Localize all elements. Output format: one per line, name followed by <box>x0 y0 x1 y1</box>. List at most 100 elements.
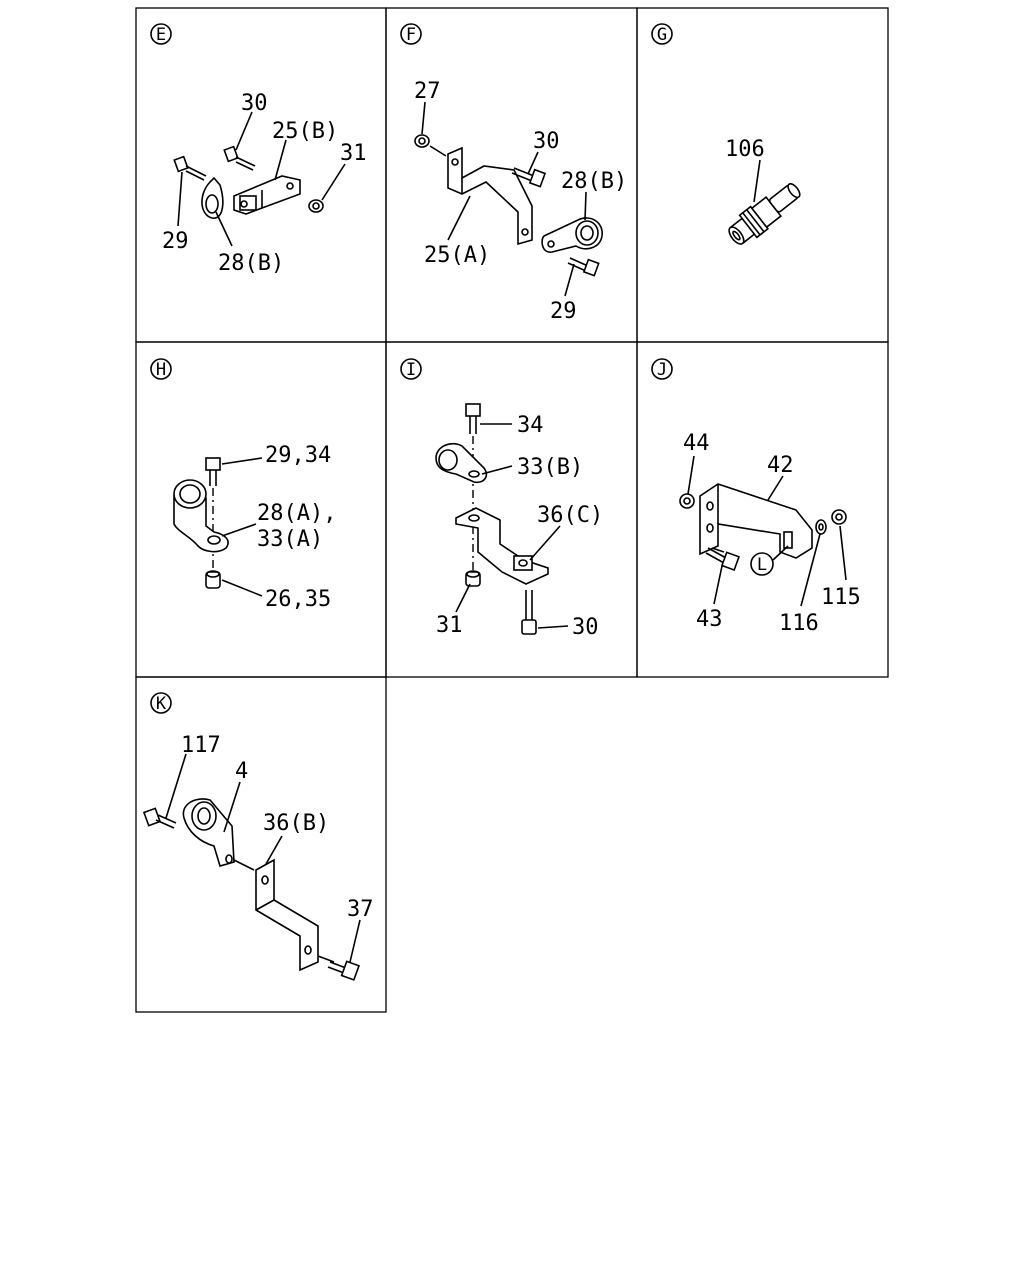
nut-44-drawing <box>679 493 695 509</box>
leader-4 <box>223 781 241 833</box>
leader-29 <box>177 171 183 227</box>
leader-117 <box>165 753 187 819</box>
leader-25a <box>447 195 471 241</box>
panel-h-id-circle <box>150 358 172 380</box>
bracket-42-drawing <box>699 483 813 559</box>
nut-26-35-drawing <box>205 570 221 589</box>
panel-j: J L <box>636 341 889 678</box>
leader-37 <box>349 919 361 963</box>
panel-g-id-circle <box>651 23 673 45</box>
leader-115 <box>839 525 847 581</box>
label-115: 115 <box>821 585 861 610</box>
clamp-28b-drawing <box>201 176 224 219</box>
panel-k-id: K <box>156 694 167 714</box>
panel-g-id: G <box>657 25 667 45</box>
clamp-28a-33a-drawing <box>173 479 229 553</box>
leader-27-to-bracket <box>429 145 447 157</box>
panel-e-id-circle <box>150 23 172 45</box>
label-28b: 28(B) <box>218 251 284 276</box>
bolt-29-f-drawing <box>567 257 600 277</box>
bracket-25a-drawing <box>447 146 533 246</box>
panel-k-frame <box>135 676 387 1013</box>
leader-31 <box>321 163 346 201</box>
panel-i-id-circle <box>400 358 422 380</box>
leader-26-35 <box>221 579 263 597</box>
bolt-34-drawing <box>465 403 481 434</box>
panel-j-frame <box>636 341 889 678</box>
leader-29-34 <box>221 457 263 465</box>
leader-36c <box>529 525 561 561</box>
bracket-36c-drawing <box>455 507 549 585</box>
leader-29-f <box>564 263 575 297</box>
leader-31-i <box>455 583 471 613</box>
panel-i-id: I <box>406 360 416 380</box>
leader-36b <box>265 835 283 865</box>
label-30-i: 30 <box>572 615 599 640</box>
leader-42 <box>767 475 784 501</box>
label-27: 27 <box>414 79 441 104</box>
leader-28b-f <box>584 191 587 221</box>
washer-116-drawing <box>815 519 827 535</box>
leader-33b <box>481 465 513 475</box>
label-33b: 33(B) <box>517 455 583 480</box>
label-44: 44 <box>683 431 710 456</box>
leader-l <box>772 545 789 561</box>
panel-e-frame <box>135 7 387 343</box>
bolt-43-axis <box>711 547 725 553</box>
label-29: 29 <box>162 229 189 254</box>
panel-e: E <box>135 7 387 343</box>
leader-30 <box>235 111 253 151</box>
label-36b: 36(B) <box>263 811 329 836</box>
panel-g: G 106 <box>636 7 889 343</box>
label-31: 31 <box>340 141 367 166</box>
bolt-30-f-drawing <box>511 167 547 188</box>
leader-28b <box>215 211 233 247</box>
bolt-29-drawing <box>173 155 207 181</box>
leader-30-f <box>527 151 539 175</box>
label-31-i: 31 <box>436 613 463 638</box>
label-25b: 25(B) <box>272 119 338 144</box>
clamp-4-to-bracket <box>233 859 255 871</box>
leader-25b <box>274 139 287 181</box>
label-26-35: 26,35 <box>265 587 331 612</box>
leader-44 <box>687 455 695 495</box>
label-25a: 25(A) <box>424 243 490 268</box>
bolt-117-drawing <box>142 807 177 829</box>
label-29-34: 29,34 <box>265 443 331 468</box>
clamp-28b-f-drawing <box>541 217 603 253</box>
nut-31-drawing <box>308 199 324 213</box>
label-37: 37 <box>347 897 374 922</box>
panel-f-id: F <box>406 25 416 45</box>
leader-106 <box>753 159 761 203</box>
clamp-33b-drawing <box>435 442 488 484</box>
label-42: 42 <box>767 453 794 478</box>
nut-115-drawing <box>831 509 847 525</box>
panel-k-id-circle <box>150 692 172 714</box>
label-29-f: 29 <box>550 299 577 324</box>
panel-h: H 29,34 28(A), 33(A) 26,35 <box>135 341 387 678</box>
label-116: 116 <box>779 611 819 636</box>
leader-30-i <box>537 625 569 629</box>
bracket-36b-drawing <box>255 858 319 972</box>
bolt-43-drawing <box>705 547 740 571</box>
bolt-30-i-drawing <box>521 590 537 635</box>
label-33a: 33(A) <box>257 527 323 552</box>
panel-e-id: E <box>156 25 166 45</box>
label-4: 4 <box>235 759 248 784</box>
label-28a: 28(A), <box>257 501 336 526</box>
union-fitting-106-drawing <box>728 183 801 245</box>
clamp-4-drawing <box>182 798 235 867</box>
panel-j-id: J <box>657 360 667 380</box>
label-43: 43 <box>696 607 723 632</box>
label-28b-f: 28(B) <box>561 169 627 194</box>
panel-j-id-circle <box>651 358 673 380</box>
nut-31-i-drawing <box>465 570 481 587</box>
label-117: 117 <box>181 733 221 758</box>
bolt-30-drawing <box>223 145 256 171</box>
bracket-to-bolt-37 <box>317 955 335 963</box>
panel-f-id-circle <box>400 23 422 45</box>
panel-h-id: H <box>156 360 166 380</box>
leader-27 <box>421 101 426 135</box>
leader-116 <box>800 533 821 607</box>
